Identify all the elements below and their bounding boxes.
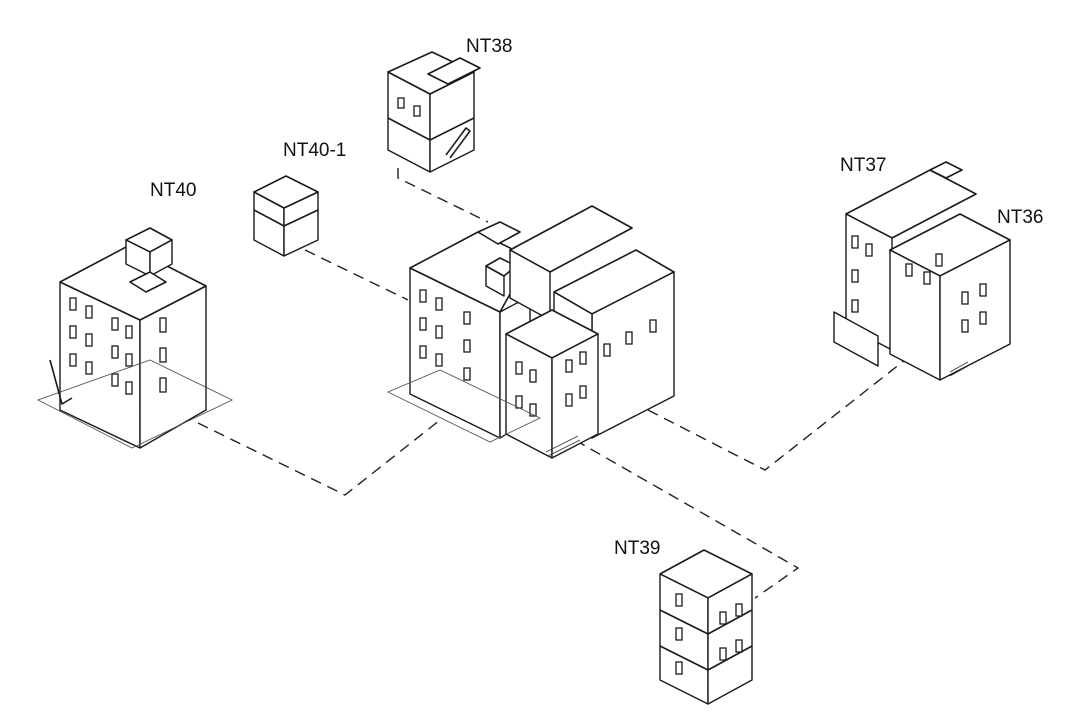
building-central-cluster — [386, 205, 675, 459]
building-nt39 — [659, 549, 753, 705]
nt40-windows — [69, 297, 167, 395]
label-nt36: NT36 — [997, 207, 1044, 228]
label-nt39: NT39 — [614, 538, 661, 559]
label-nt38: NT38 — [466, 36, 513, 57]
connector-lines — [197, 168, 906, 599]
connector-nt40-1 — [304, 249, 409, 301]
label-nt37: NT37 — [840, 155, 887, 176]
central-windows — [419, 289, 657, 417]
label-nt40-1: NT40-1 — [283, 140, 347, 161]
connector-nt39 — [574, 439, 800, 599]
connector-nt38 — [397, 168, 489, 223]
building-nt38 — [387, 51, 481, 173]
building-nt37-nt36 — [833, 161, 1011, 381]
connector-nt37-36 — [647, 359, 906, 471]
building-nt40 — [36, 227, 234, 449]
connector-nt40 — [197, 419, 441, 496]
nt37-nt36-windows — [851, 235, 987, 333]
building-nt40-1 — [253, 175, 319, 257]
label-nt40: NT40 — [150, 180, 197, 201]
